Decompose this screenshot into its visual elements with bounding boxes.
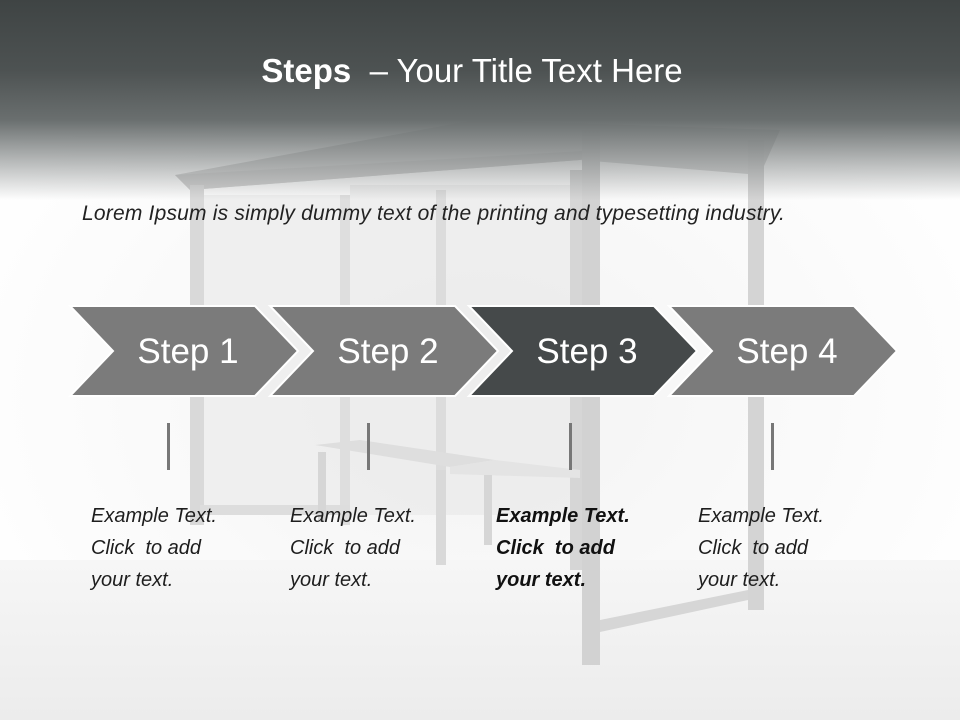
- step-1-line-1: Example Text.: [91, 505, 217, 527]
- title-rest: – Your Title Text Here: [369, 52, 683, 89]
- step-arrow-2[interactable]: Step 2: [267, 305, 500, 397]
- step-arrow-2-shape: [267, 305, 500, 397]
- step-1-line-2: Click to add: [91, 537, 202, 559]
- step-3-connector: [569, 423, 572, 470]
- slide-title: Steps – Your Title Text Here: [0, 52, 944, 90]
- title-bold: Steps: [261, 52, 352, 89]
- step-arrow-1[interactable]: Step 1: [67, 305, 300, 397]
- step-2-line-1: Example Text.: [290, 505, 416, 527]
- step-arrow-3-shape: [466, 305, 699, 397]
- step-4-description[interactable]: Example Text. Click to add your text.: [698, 500, 878, 596]
- step-4-line-2: Click to add: [698, 537, 809, 559]
- step-2-line-2: Click to add: [290, 537, 401, 559]
- step-arrow-2-label: Step 2: [337, 332, 438, 371]
- step-arrow-4-label: Step 4: [736, 332, 837, 371]
- step-1-line-3: your text.: [91, 569, 174, 591]
- step-4-line-3: your text.: [698, 569, 781, 591]
- step-arrow-4[interactable]: Step 4: [666, 305, 899, 397]
- step-1-connector: [167, 423, 170, 470]
- step-arrow-1-label: Step 1: [137, 332, 238, 371]
- step-arrow-4-shape: [666, 305, 899, 397]
- lead-text: Lorem Ipsum is simply dummy text of the …: [82, 202, 786, 225]
- step-2-connector: [367, 423, 370, 470]
- step-arrow-3[interactable]: Step 3: [466, 305, 699, 397]
- step-3-line-2: Click to add: [496, 537, 615, 559]
- step-1-description[interactable]: Example Text. Click to add your text.: [91, 500, 271, 596]
- step-3-line-1: Example Text.: [496, 505, 630, 527]
- step-3-description[interactable]: Example Text. Click to add your text.: [496, 500, 676, 596]
- header-band: [0, 0, 960, 200]
- step-3-line-3: your text.: [496, 569, 587, 591]
- step-4-line-1: Example Text.: [698, 505, 824, 527]
- step-2-description[interactable]: Example Text. Click to add your text.: [290, 500, 470, 596]
- step-arrow-1-shape: [67, 305, 300, 397]
- step-2-line-3: your text.: [290, 569, 373, 591]
- step-4-connector: [771, 423, 774, 470]
- step-arrow-3-label: Step 3: [536, 332, 637, 371]
